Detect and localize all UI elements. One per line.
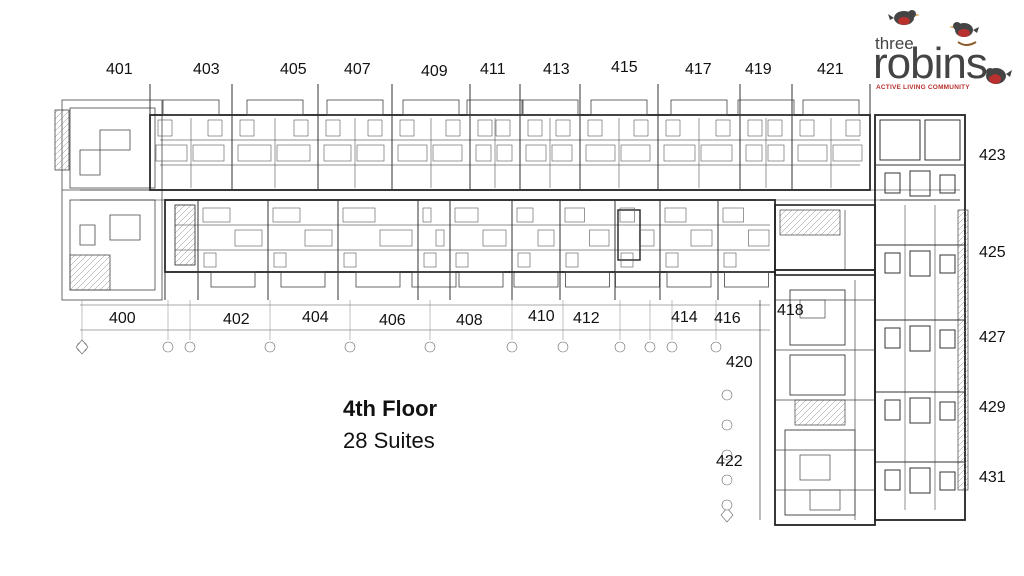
unit-404: 404 (302, 309, 329, 326)
unit-410: 410 (528, 308, 555, 325)
unit-403: 403 (193, 61, 220, 78)
logo-word-robins: robins (873, 39, 988, 88)
unit-402: 402 (223, 311, 250, 328)
unit-429: 429 (979, 399, 1006, 416)
west-end-units (54, 99, 163, 301)
unit-427: 427 (979, 329, 1006, 346)
north-room-details (155, 118, 863, 188)
south-balconies (210, 271, 769, 288)
unit-414: 414 (671, 309, 698, 326)
logo-tagline: ACTIVE LIVING COMMUNITY (876, 84, 970, 91)
unit-420: 420 (726, 354, 753, 371)
unit-409: 409 (421, 63, 448, 80)
unit-405: 405 (280, 61, 307, 78)
unit-422: 422 (716, 453, 743, 470)
grid-markers (75, 300, 734, 523)
south-room-details (202, 207, 770, 268)
east-wing-partitions (875, 119, 965, 494)
north-wing-partitions (149, 84, 871, 190)
south-wing-outline (164, 199, 776, 273)
west-wing-partitions (775, 280, 875, 520)
dimension-line (80, 304, 770, 331)
unit-406: 406 (379, 312, 406, 329)
unit-408: 408 (456, 312, 483, 329)
robin-birds-icon (888, 10, 1012, 84)
unit-419: 419 (745, 61, 772, 78)
west-wing-outline (759, 269, 876, 526)
unit-407: 407 (344, 61, 371, 78)
unit-417: 417 (685, 61, 712, 78)
unit-425: 425 (979, 244, 1006, 261)
unit-412: 412 (573, 310, 600, 327)
unit-413: 413 (543, 61, 570, 78)
unit-431: 431 (979, 469, 1006, 486)
core-connector (774, 204, 876, 276)
logo-word-three: three (875, 34, 914, 53)
unit-423: 423 (979, 147, 1006, 164)
unit-416: 416 (714, 310, 741, 327)
north-balconies (162, 99, 860, 116)
three-robins-logo: three robins ACTIVE LIVING COMMUNITY (862, 4, 1022, 100)
south-wing-partitions (164, 200, 776, 300)
unit-411: 411 (480, 61, 506, 78)
unit-401: 401 (106, 61, 133, 78)
east-wing-outline (874, 114, 969, 521)
floor-suite-count: 28 Suites (343, 428, 435, 453)
floor-title: 4th Floor (343, 396, 438, 421)
unit-400: 400 (109, 310, 136, 327)
unit-415: 415 (611, 59, 638, 76)
unit-418: 418 (777, 302, 804, 319)
unit-421: 421 (817, 61, 844, 78)
